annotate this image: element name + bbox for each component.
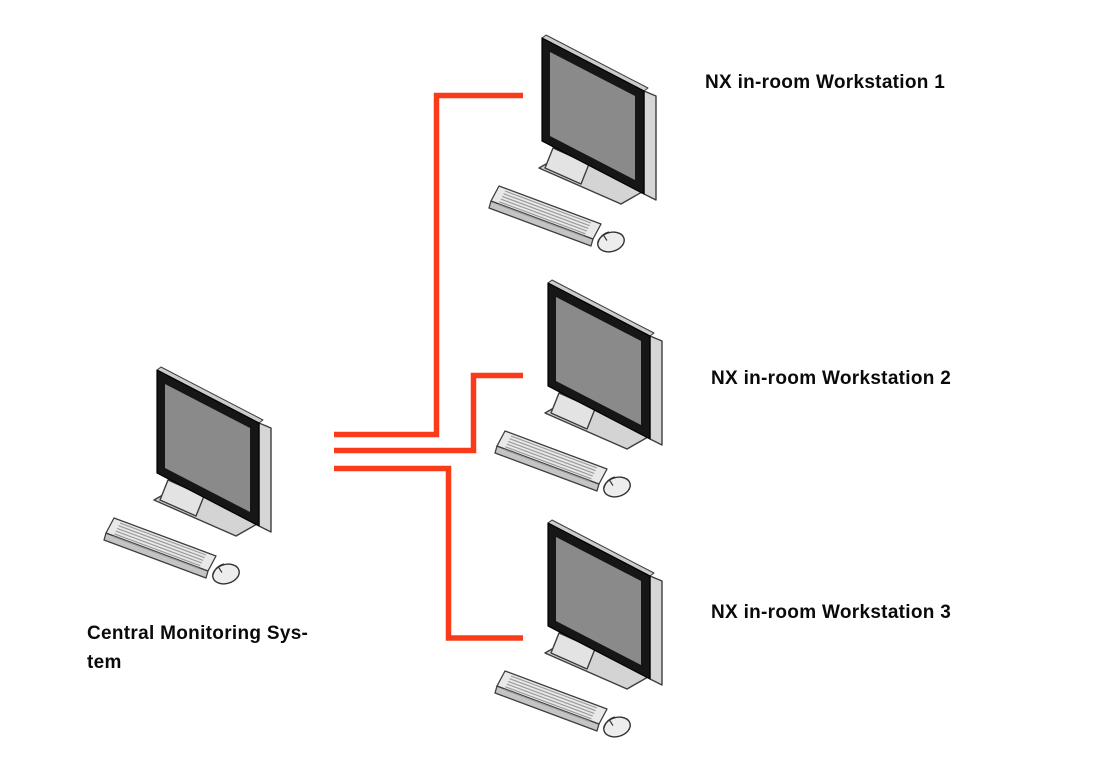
- central-monitoring-system-label: Central Monitoring Sys- tem: [87, 619, 308, 677]
- workstation-2-computer-icon: [494, 279, 663, 501]
- workstation-3-label: NX in-room Workstation 3: [711, 602, 952, 623]
- workstation-1-computer-icon: [488, 34, 657, 256]
- central-monitoring-system-label-line2: tem: [87, 652, 122, 673]
- connector-central-to-workstation-3: [334, 465, 523, 641]
- connector-central-to-workstation-1: [334, 92, 523, 438]
- central-monitoring-system-computer-icon: [103, 366, 272, 588]
- workstation-3-computer-icon: [494, 519, 663, 741]
- connector-lines: [334, 92, 523, 641]
- connector-central-to-workstation-2: [334, 372, 523, 454]
- workstation-2-label: NX in-room Workstation 2: [711, 368, 952, 389]
- workstation-1-label: NX in-room Workstation 1: [705, 72, 946, 93]
- central-monitoring-system-label-line1: Central Monitoring Sys-: [87, 623, 309, 644]
